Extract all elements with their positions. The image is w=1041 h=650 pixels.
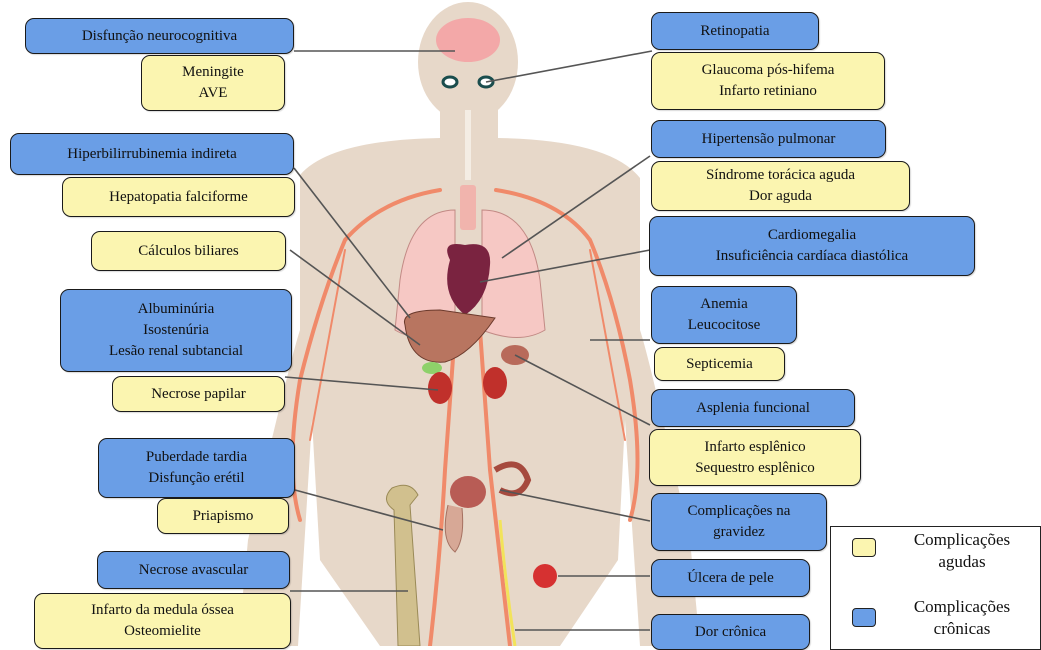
right-kidney bbox=[483, 367, 507, 399]
sindrome-toracica-box: Síndrome torácica aguda Dor aguda bbox=[651, 161, 910, 211]
asplenia-box: Asplenia funcional bbox=[651, 389, 855, 427]
left-eye bbox=[443, 77, 457, 87]
cardiomegalia-box: Cardiomegalia Insuficiência cardíaca dia… bbox=[649, 216, 975, 276]
ulcera-box: Úlcera de pele bbox=[651, 559, 810, 597]
trachea bbox=[460, 185, 476, 230]
calculos-biliares-box: Cálculos biliares bbox=[91, 231, 286, 271]
dor-cronica-box: Dor crônica bbox=[651, 614, 810, 650]
legend-chronic-label: Complicações crônicas bbox=[887, 596, 1037, 640]
albuminuria-box: Albuminúria Isostenúria Lesão renal subt… bbox=[60, 289, 292, 372]
glaucoma-box: Glaucoma pós-hifema Infarto retiniano bbox=[651, 52, 885, 110]
legend-acute-label: Complicações agudas bbox=[887, 529, 1037, 573]
priapismo-box: Priapismo bbox=[157, 498, 289, 534]
retinopatia-box: Retinopatia bbox=[651, 12, 819, 50]
meningite-ave-box: Meningite AVE bbox=[141, 55, 285, 111]
gravidez-box: Complicações na gravidez bbox=[651, 493, 827, 551]
left-kidney bbox=[428, 372, 452, 404]
disfuncao-neurocognitiva-box: Disfunção neurocognitiva bbox=[25, 18, 294, 54]
anemia-box: Anemia Leucocitose bbox=[651, 286, 797, 344]
legend: Complicações agudas Complicações crônica… bbox=[830, 526, 1041, 650]
hipertensao-pulmonar-box: Hipertensão pulmonar bbox=[651, 120, 886, 158]
legend-acute-swatch bbox=[852, 538, 876, 557]
necrose-avascular-box: Necrose avascular bbox=[97, 551, 290, 589]
hepatopatia-box: Hepatopatia falciforme bbox=[62, 177, 295, 217]
legend-chronic-swatch bbox=[852, 608, 876, 627]
hiperbilirrubinemia-box: Hiperbilirrubinemia indireta bbox=[10, 133, 294, 175]
bladder bbox=[450, 476, 486, 508]
brain bbox=[436, 18, 500, 62]
puberdade-box: Puberdade tardia Disfunção erétil bbox=[98, 438, 295, 498]
skin-ulcer-spot bbox=[533, 564, 557, 588]
infarto-medula-box: Infarto da medula óssea Osteomielite bbox=[34, 593, 291, 649]
infarto-esplenico-box: Infarto esplênico Sequestro esplênico bbox=[649, 429, 861, 486]
septicemia-box: Septicemia bbox=[654, 347, 785, 381]
necrose-papilar-box: Necrose papilar bbox=[112, 376, 285, 412]
